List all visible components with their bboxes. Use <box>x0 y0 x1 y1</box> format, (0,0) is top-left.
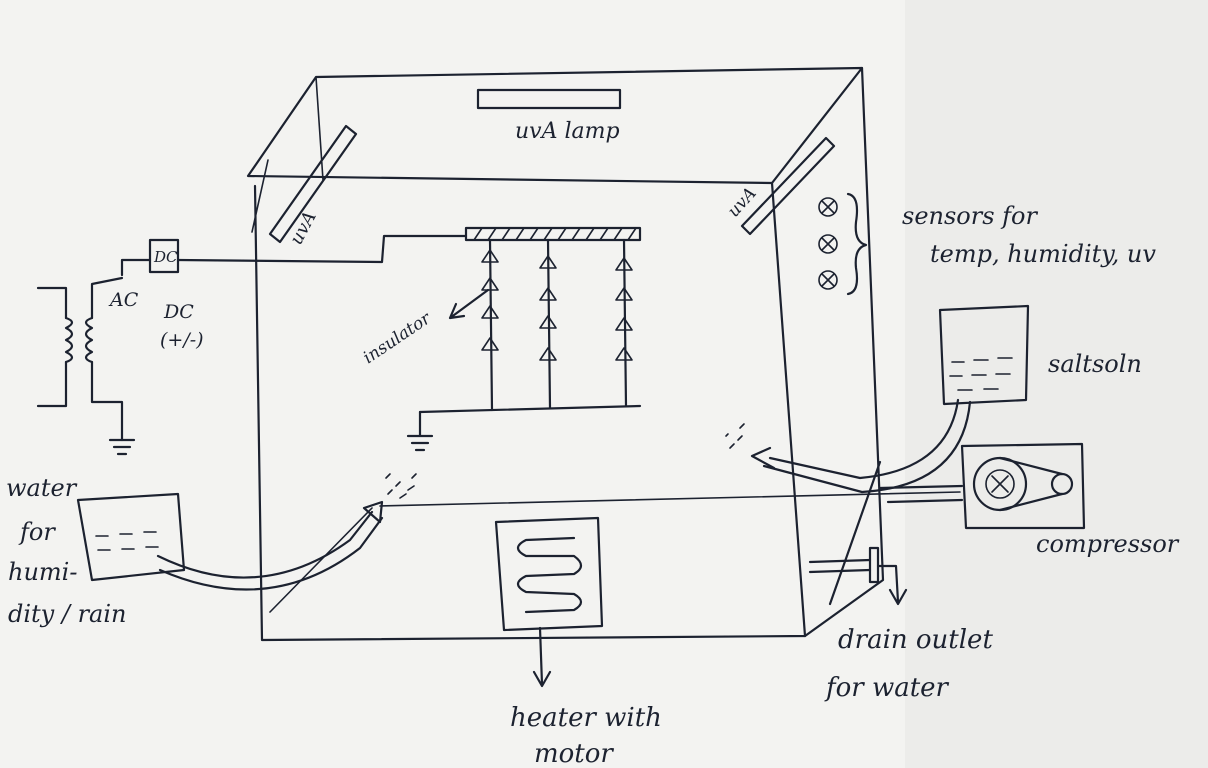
water-tank: water for humi- dity / rain <box>6 473 417 628</box>
heater-pointer-arrow <box>532 626 552 688</box>
water-label-line4: dity / rain <box>8 600 127 628</box>
chamber-diagonal <box>269 507 373 613</box>
water-spray <box>385 473 417 499</box>
compressor-air-line-2 <box>886 498 964 504</box>
heater-label-line2: motor <box>534 739 614 768</box>
drain-pipe <box>808 558 872 574</box>
salt-tank-body <box>938 304 1030 406</box>
chamber-right-face <box>803 66 885 638</box>
drain-arrow <box>876 564 908 606</box>
salt-nozzle <box>750 446 776 470</box>
heater-housing <box>494 516 604 632</box>
dc-label-line2: (+/-) <box>160 329 204 351</box>
drain-valve <box>868 546 880 584</box>
chamber-back-edge-top <box>315 76 324 181</box>
sensors-label-line2: temp, humidity, uv <box>930 240 1156 268</box>
chamber-floor-line <box>379 491 961 507</box>
electrode-rod-3 <box>622 238 628 408</box>
salt-solution-tank: saltsoln <box>725 304 1142 494</box>
sensors-label-line1: sensors for <box>902 202 1038 230</box>
water-tube-outer <box>156 510 374 579</box>
salt-tank-liquid <box>949 357 1013 391</box>
uva-lamp-left-tube <box>268 124 358 244</box>
uva-lamp-top: uvA lamp <box>476 88 622 144</box>
compressor-belt <box>998 456 1064 512</box>
salt-solution-label: saltsoln <box>1048 350 1142 378</box>
supply-wire <box>176 234 468 264</box>
electrode-ground-symbol <box>406 410 434 452</box>
sensor-2 <box>818 234 838 254</box>
compressor-housing <box>960 442 1086 530</box>
uva-lamp-label: uvA lamp <box>515 119 620 144</box>
transformer-primary-wire <box>36 286 68 408</box>
dc-label-line1: DC <box>163 301 194 323</box>
compressor: compressor <box>828 442 1180 606</box>
transformer-ground-symbol <box>108 438 136 456</box>
ac-wire <box>120 258 152 277</box>
drain-label-line1: drain outlet <box>838 625 993 655</box>
compressor-label: compressor <box>1036 530 1180 558</box>
sensor-1 <box>818 197 838 217</box>
sensors-brace <box>846 192 868 296</box>
salt-tube-inner <box>762 400 972 494</box>
sensor-3 <box>818 270 838 290</box>
compressor-diagonal <box>828 460 882 606</box>
drain-outlet: drain outlet for water <box>808 546 993 703</box>
heater: heater with motor <box>494 516 662 768</box>
water-label-line3: humi- <box>8 558 77 586</box>
electrode-rod-1 <box>488 238 494 412</box>
transformer-secondary-bottom <box>90 360 124 442</box>
uva-lamp-right-tube <box>740 136 836 236</box>
water-nozzle <box>362 500 384 524</box>
drain-label-line2: for water <box>824 673 950 703</box>
transformer-secondary-coil <box>84 316 94 364</box>
water-tank-liquid <box>95 531 159 551</box>
chamber-box <box>246 66 961 642</box>
electrode-bottom-bar <box>418 404 642 414</box>
compressor-air-line <box>878 484 964 490</box>
transformer-primary-coil <box>64 316 74 364</box>
electrode-top-bar <box>464 226 642 242</box>
transformer-secondary-top <box>90 276 124 320</box>
sensors-group: sensors for temp, humidity, uv <box>818 192 1156 296</box>
water-label-line1: water <box>6 474 78 502</box>
uva-lamp-top-tube <box>476 88 622 110</box>
ac-label: AC <box>108 289 139 311</box>
insulator-discs <box>481 249 633 361</box>
power-supply: DC AC DC (+/-) <box>36 234 468 456</box>
heater-coil <box>516 536 583 614</box>
heater-label-line1: heater with <box>510 703 662 733</box>
chamber-front-face <box>253 181 807 642</box>
water-tank-body <box>76 492 186 582</box>
rectifier-box <box>148 238 180 274</box>
electrode-top-bar-hatch <box>473 227 637 241</box>
water-label-line2: for <box>18 518 56 546</box>
paper-fold-shade <box>905 0 1208 768</box>
compressor-motor-hub <box>985 469 1015 499</box>
transformer <box>36 276 136 456</box>
salt-spray <box>725 423 745 449</box>
salt-tube-outer <box>768 398 960 480</box>
water-tube-inner <box>158 516 384 591</box>
insulator-pointer-arrow <box>448 288 490 320</box>
rectifier-label: DC <box>153 248 178 266</box>
compressor-motor-cross <box>991 475 1009 493</box>
chamber-left-edge <box>251 159 269 233</box>
